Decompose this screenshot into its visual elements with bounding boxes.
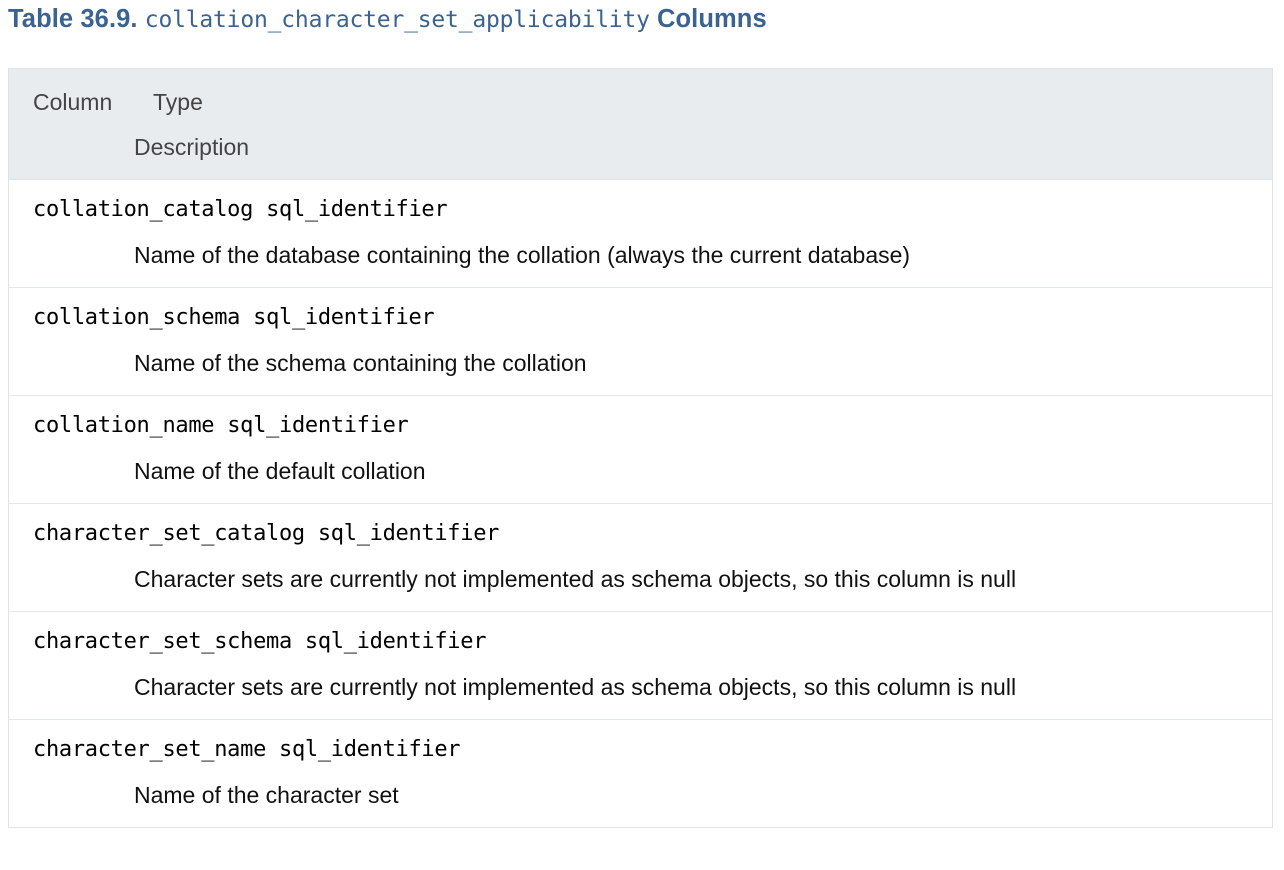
- column-name: character_set_catalog: [33, 521, 305, 546]
- table-header-line-1: Column Type: [9, 87, 1262, 117]
- column-type: sql_identifier: [279, 737, 461, 762]
- column-name: character_set_schema: [33, 629, 292, 654]
- column-name: collation_catalog: [33, 197, 254, 222]
- column-description: Name of the schema containing the collat…: [134, 350, 587, 376]
- column-description: Character sets are currently not impleme…: [134, 566, 1017, 592]
- columns-table: Column Type Description collation_catalog…: [8, 68, 1273, 828]
- row-signature: character_set_name sql_identifier: [9, 734, 1272, 766]
- column-type: sql_identifier: [317, 521, 500, 546]
- header-column-label: Column: [33, 89, 113, 115]
- column-type: sql_identifier: [304, 629, 487, 654]
- header-type-label: Type: [153, 89, 203, 115]
- column-name: collation_name: [33, 413, 215, 438]
- column-name: collation_schema: [33, 305, 241, 330]
- table-caption-number: Table 36.9.: [8, 5, 138, 33]
- row-signature: collation_catalog sql_identifier: [9, 194, 1272, 226]
- column-description: Name of the default collation: [134, 458, 426, 484]
- row-signature: character_set_catalog sql_identifier: [9, 518, 1272, 550]
- row-signature: collation_schema sql_identifier: [9, 302, 1272, 334]
- table-caption-suffix: Columns: [656, 5, 767, 33]
- column-type: sql_identifier: [266, 197, 448, 222]
- column-type: sql_identifier: [227, 413, 409, 438]
- column-description: Character sets are currently not impleme…: [134, 674, 1017, 700]
- row-signature: collation_name sql_identifier: [9, 410, 1272, 442]
- table-caption: Table 36.9. collation_character_set_appl…: [8, 2, 1276, 37]
- column-type: sql_identifier: [253, 305, 435, 330]
- column-description: Name of the database containing the coll…: [134, 242, 911, 268]
- row-signature: character_set_schema sql_identifier: [9, 626, 1272, 658]
- table-header-row: Column Type Description: [9, 69, 1272, 180]
- column-description: Name of the character set: [134, 782, 399, 808]
- table-caption-view-name: collation_character_set_applicability: [144, 7, 650, 33]
- header-description-label: Description: [134, 134, 250, 160]
- column-name: character_set_name: [33, 737, 267, 762]
